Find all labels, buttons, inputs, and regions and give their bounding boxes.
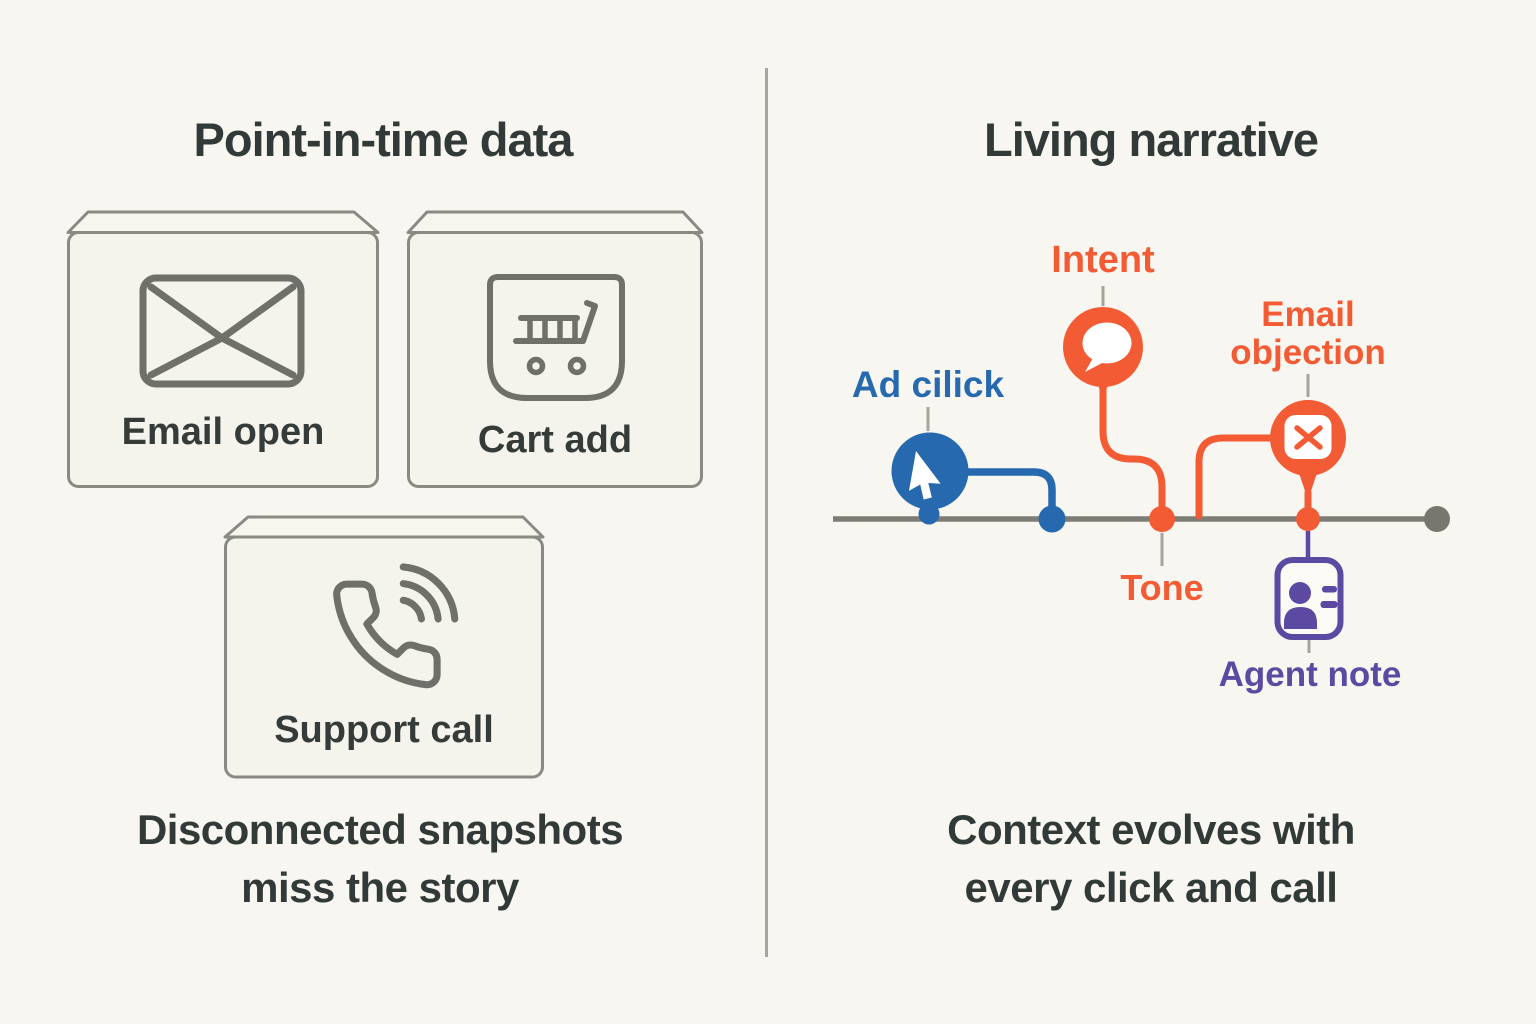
email-objection-marker — [1195, 400, 1346, 531]
cart-add-box — [406, 210, 704, 488]
left-panel-title: Point-in-time data — [193, 113, 574, 166]
phone-icon — [333, 563, 459, 689]
ad-click-label: Ad cilick — [851, 364, 1005, 405]
tone-label: Tone — [1120, 567, 1204, 608]
timeline-dot-blue — [1038, 505, 1066, 533]
left-caption-line2: miss the story — [241, 864, 519, 911]
intent-marker — [1063, 307, 1175, 532]
agent-note-label: Agent note — [1218, 655, 1402, 694]
speech-bubble-icon — [1082, 322, 1132, 372]
timeline-dot-email — [1296, 507, 1320, 531]
support-call-box — [223, 515, 545, 779]
right-caption-line2: every click and call — [964, 864, 1338, 911]
left-caption-line1: Disconnected snapshots — [136, 806, 624, 853]
email-objection-label: Email objection — [1230, 295, 1386, 372]
timeline-end-dot — [1424, 506, 1450, 532]
contact-card-icon — [1274, 557, 1344, 640]
shopping-cart-icon — [487, 274, 625, 401]
label-connectors — [926, 286, 1311, 653]
agent-note-marker — [1274, 531, 1344, 640]
intent-label: Intent — [1051, 239, 1155, 281]
panel-divider — [765, 68, 768, 957]
timeline-dot-tone — [1149, 506, 1175, 532]
ad-click-marker — [891, 432, 1066, 533]
email-x-icon — [1284, 415, 1332, 459]
email-open-label: Email open — [121, 411, 325, 453]
support-call-label: Support call — [274, 709, 494, 751]
cart-add-label: Cart add — [477, 419, 633, 461]
right-caption-line1: Context evolves with — [947, 806, 1355, 853]
cursor-icon — [908, 451, 941, 500]
right-panel-title: Living narrative — [984, 113, 1319, 166]
envelope-icon — [139, 274, 305, 388]
email-open-box — [66, 210, 380, 488]
